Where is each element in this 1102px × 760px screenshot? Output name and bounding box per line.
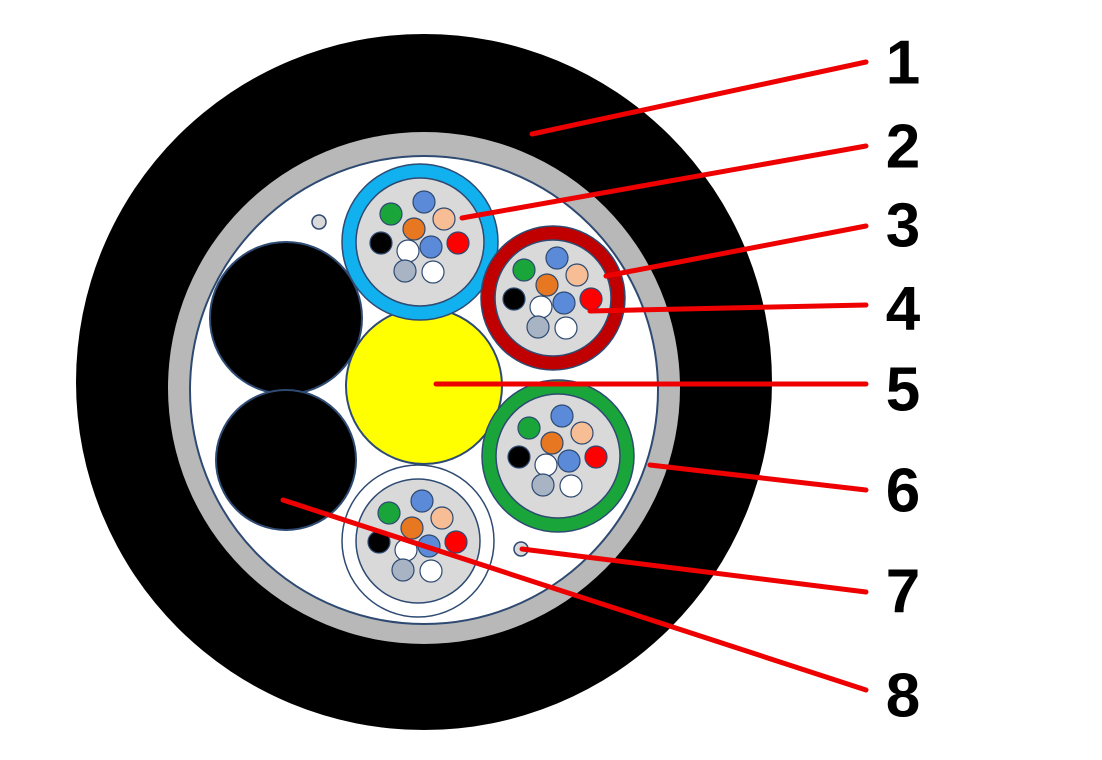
optical-fiber xyxy=(529,295,553,319)
optical-fiber xyxy=(534,453,558,477)
optical-fiber xyxy=(565,263,589,287)
optical-fiber xyxy=(526,315,550,339)
optical-fiber xyxy=(400,516,424,540)
leader-line-2 xyxy=(459,143,869,221)
optical-fiber xyxy=(446,231,470,255)
optical-fiber xyxy=(396,239,420,263)
callout-number-1: 1 xyxy=(886,29,920,98)
optical-fiber xyxy=(419,235,443,259)
leader-line-7 xyxy=(519,546,869,595)
callout-number-6: 6 xyxy=(886,457,920,526)
callout-number-5: 5 xyxy=(886,356,920,425)
optical-fiber xyxy=(559,474,583,498)
optical-fiber xyxy=(419,559,443,583)
optical-fiber xyxy=(545,246,569,270)
optical-fiber xyxy=(531,473,555,497)
buffer-tube-red xyxy=(480,225,626,371)
buffer-tube-green xyxy=(481,379,635,533)
optical-fiber xyxy=(579,287,603,311)
optical-fiber xyxy=(557,449,581,473)
optical-fiber xyxy=(535,273,559,297)
ripcord xyxy=(311,214,327,230)
leader-line-8 xyxy=(280,497,869,693)
optical-fiber xyxy=(552,291,576,315)
callout-number-3: 3 xyxy=(886,192,920,261)
buffer-tube-blue xyxy=(341,163,499,321)
optical-fiber xyxy=(507,445,531,469)
leader-line-1 xyxy=(529,59,869,137)
optical-fiber xyxy=(512,258,536,282)
optical-fiber xyxy=(517,416,541,440)
buffer-tube-natural xyxy=(341,464,495,618)
callout-number-4: 4 xyxy=(886,275,921,344)
leader-line-4 xyxy=(587,302,869,314)
callout-number-8: 8 xyxy=(886,662,920,731)
optical-fiber xyxy=(550,404,574,428)
optical-fiber xyxy=(540,431,564,455)
callout-number-7: 7 xyxy=(886,558,920,627)
optical-fiber xyxy=(444,530,468,554)
optical-fiber xyxy=(584,445,608,469)
optical-fiber xyxy=(570,421,594,445)
leader-line-3 xyxy=(603,223,869,279)
optical-fiber xyxy=(554,316,578,340)
optical-fiber xyxy=(421,260,445,284)
callout-number-2: 2 xyxy=(886,113,920,182)
optical-fiber xyxy=(402,217,426,241)
optical-fiber xyxy=(412,190,436,214)
optical-fiber xyxy=(379,202,403,226)
optical-fiber xyxy=(410,489,434,513)
filler-rod xyxy=(215,389,357,531)
filler-rod xyxy=(209,241,363,395)
leader-line-6 xyxy=(647,462,869,493)
optical-fiber xyxy=(391,558,415,582)
optical-fiber xyxy=(502,287,526,311)
optical-fiber xyxy=(430,506,454,530)
optical-fiber xyxy=(432,207,456,231)
optical-fiber xyxy=(393,259,417,283)
optical-fiber xyxy=(377,501,401,525)
optical-fiber xyxy=(369,231,393,255)
